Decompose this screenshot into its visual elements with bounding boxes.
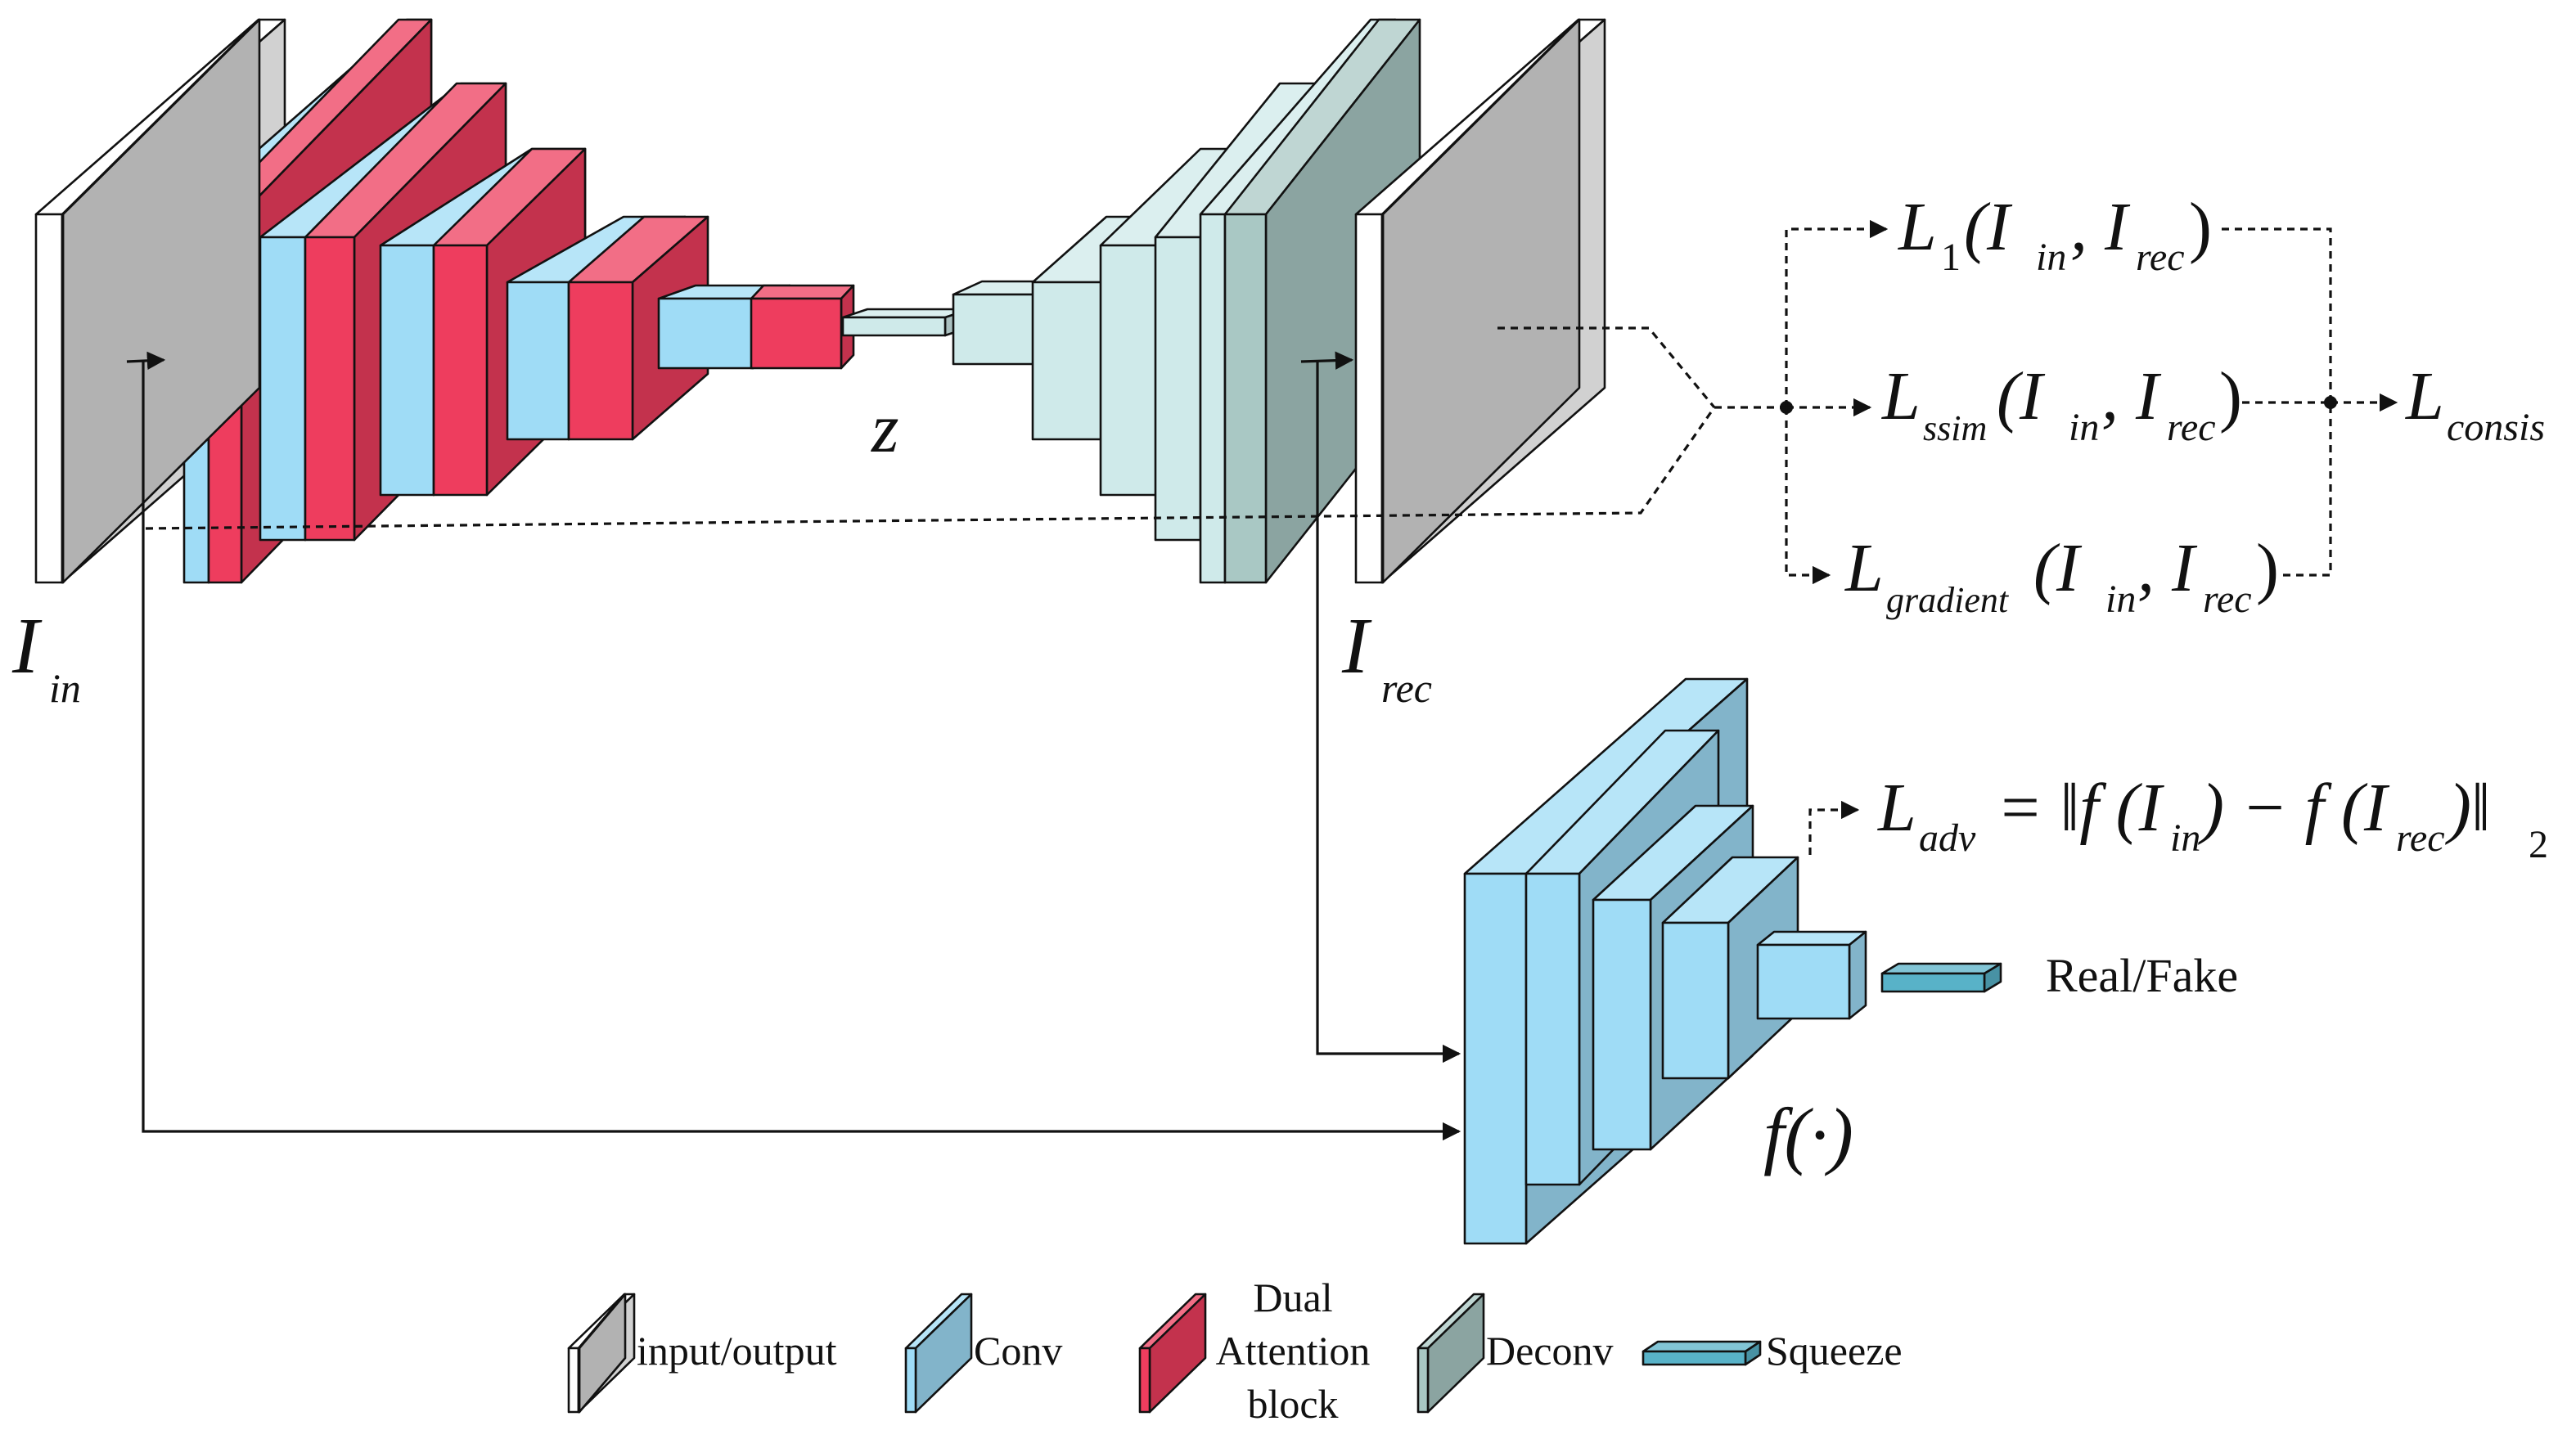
reconstructed-image-face <box>1380 18 1581 584</box>
l1-sub: 1 <box>1941 236 1961 279</box>
legend-dual-attention: Dual Attention block <box>1138 1275 1371 1427</box>
loss-labels: L 1 (I in , I rec ) L ssim (I in , I rec… <box>1844 189 2548 866</box>
l1-arg2-sub: rec <box>2136 236 2185 279</box>
adv-norm: 2 <box>2529 823 2548 866</box>
rec-tap-line <box>1300 351 1354 370</box>
adv-loss: L adv = ‖f (I in ) − f (I rec )‖ 2 <box>1877 770 2548 866</box>
adv-arg1-sub: in <box>2170 816 2200 860</box>
rec-label: I <box>1341 602 1372 690</box>
legend-dual-line-3: block <box>1247 1381 1338 1427</box>
legend-input-output-face <box>577 1293 627 1414</box>
latent-bottleneck <box>841 308 971 337</box>
disc-conv-5 <box>1756 930 1867 1020</box>
adv-close: )‖ <box>2445 770 2491 846</box>
ssim-args: (I <box>1997 358 2046 434</box>
ssim-main: L <box>1881 358 1921 434</box>
gradient-sep: , I <box>2137 530 2198 606</box>
legend-dual-swatch <box>1138 1293 1207 1414</box>
encoder-attention-5 <box>750 284 855 370</box>
adv-eq: = ‖f (I <box>1997 770 2165 846</box>
adv-sub: adv <box>1919 816 1976 860</box>
legend-squeeze-label: Squeeze <box>1766 1328 1903 1374</box>
legend-dual-line-2: Attention <box>1216 1328 1371 1374</box>
legend-conv: Conv <box>904 1293 1062 1414</box>
legend-deconv-swatch <box>1416 1293 1485 1414</box>
consis-loss: L consis <box>2405 358 2545 449</box>
l1-args: (I <box>1964 189 2013 265</box>
gradient-arg2-sub: rec <box>2203 578 2252 621</box>
real-fake-label: Real/Fake <box>2046 949 2238 1002</box>
input-to-discriminator-line <box>142 362 1461 1141</box>
rec-label-sub: rec <box>1381 665 1432 711</box>
adv-main: L <box>1877 770 1916 846</box>
l1-loss: L 1 (I in , I rec ) <box>1898 189 2212 279</box>
legend-input-output: input/output <box>567 1293 837 1414</box>
connection-lines <box>126 219 2398 1141</box>
adv-feature-line <box>1808 800 1860 855</box>
to-gradient-line <box>1785 407 1831 585</box>
legend-squeeze: Squeeze <box>1642 1328 1903 1374</box>
input-label: I <box>11 602 43 690</box>
ssim-sub: ssim <box>1923 408 1987 448</box>
io-labels: I in I rec z f(·) Real/Fake <box>11 389 2238 1176</box>
discriminator-label: f(·) <box>1763 1093 1853 1176</box>
l1-main: L <box>1898 189 1937 265</box>
legend-squeeze-swatch <box>1642 1340 1762 1366</box>
l1-sep: , I <box>2070 189 2131 265</box>
legend-deconv: Deconv <box>1416 1293 1614 1414</box>
gradient-arg1-sub: in <box>2105 578 2136 621</box>
input-tap-line <box>126 351 166 371</box>
adv-mid: ) − f (I <box>2198 770 2390 846</box>
l1-arg1-sub: in <box>2036 236 2066 279</box>
ssim-close: ) <box>2219 358 2242 434</box>
legend-conv-label: Conv <box>974 1328 1062 1374</box>
gradient-loss: L gradient (I in , I rec ) <box>1844 530 2279 621</box>
rec-dash-line <box>1497 326 1716 409</box>
consis-sub: consis <box>2447 406 2545 449</box>
gradient-main: L <box>1844 530 1884 606</box>
to-l1-line <box>1785 219 1889 407</box>
l1-close: ) <box>2189 189 2212 265</box>
ssim-sep: , I <box>2101 358 2162 434</box>
latent-label: z <box>871 389 898 467</box>
rec-to-discriminator-line <box>1316 362 1461 1064</box>
squeeze-block <box>1880 962 2002 993</box>
legend-dual-line-1: Dual <box>1253 1275 1332 1320</box>
legend: input/output Conv Dual Attention block D… <box>567 1275 1903 1427</box>
decoder-deconv-6 <box>1223 18 1421 584</box>
input-dash-line <box>145 407 1716 530</box>
gradient-close: ) <box>2256 530 2279 606</box>
disc-conv-4 <box>1661 856 1799 1080</box>
network-blocks <box>34 18 2002 1245</box>
adv-arg2-sub: rec <box>2396 816 2445 860</box>
legend-input-output-label: input/output <box>637 1328 837 1374</box>
gradient-sub: gradient <box>1886 580 2010 620</box>
input-image-face <box>61 18 261 584</box>
ssim-arg1-sub: in <box>2069 406 2099 449</box>
ssim-arg2-sub: rec <box>2167 406 2216 449</box>
input-label-sub: in <box>49 665 81 711</box>
from-gradient-line <box>2283 402 2332 577</box>
gradient-args: (I <box>2033 530 2083 606</box>
ssim-loss: L ssim (I in , I rec ) <box>1881 358 2242 449</box>
consis-main: L <box>2405 358 2444 434</box>
legend-conv-swatch <box>904 1293 973 1414</box>
legend-deconv-label: Deconv <box>1486 1328 1614 1374</box>
from-l1-line <box>2222 227 2332 402</box>
